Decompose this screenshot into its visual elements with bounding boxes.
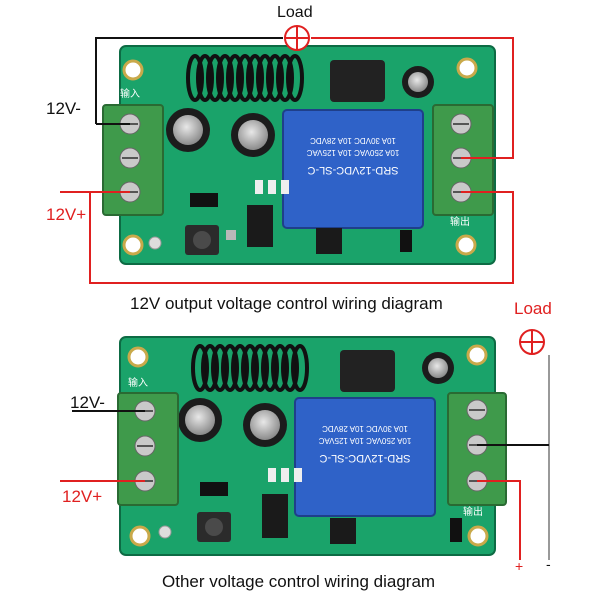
wire-red [477, 480, 521, 560]
relay-rating-text: 10A 250VAC 10A 125VAC [318, 436, 411, 445]
plus-sign: + [515, 558, 524, 574]
relay-2 [294, 397, 436, 517]
jumper [200, 482, 228, 496]
load-label-2: Load [514, 299, 552, 318]
load-symbol-2 [519, 329, 545, 355]
relay-rating-text: 10A 30VDC 10A 28VDC [310, 136, 396, 145]
mount-hole [455, 234, 477, 256]
antenna-coil [186, 54, 304, 102]
pos-label-2: 12V+ [62, 487, 103, 506]
output-label: 输出 [463, 505, 483, 518]
crystal-oscillator [330, 60, 385, 102]
caption-1: 12V output voltage control wiring diagra… [130, 294, 443, 313]
relay-rating-text: 10A 30VDC 10A 28VDC [322, 424, 408, 433]
led [158, 525, 172, 539]
output-label: 输出 [450, 215, 470, 228]
minus-sign: - [546, 556, 551, 572]
jumper [190, 193, 218, 207]
wiring-2 [60, 355, 550, 560]
board-1: SRD-12VDC-SL-C 10A 250VAC 10A 125VAC 10A… [102, 45, 496, 265]
ic-chip [330, 518, 356, 544]
load-label-1: Load [277, 4, 313, 21]
mount-hole [122, 234, 144, 256]
wiring-1 [60, 37, 514, 284]
relay-rating-text: 10A 250VAC 10A 125VAC [306, 148, 399, 157]
input-label: 输入 [120, 87, 140, 100]
antenna-coil [191, 344, 309, 392]
wire-red [60, 191, 514, 284]
ic-chip [316, 228, 342, 254]
led [148, 236, 162, 250]
load-symbol-1 [284, 25, 310, 51]
pos-label-1: 12V+ [46, 205, 87, 224]
ic-chip [262, 494, 288, 538]
caption-2: Other voltage control wiring diagram [162, 572, 436, 591]
mount-hole [129, 525, 151, 547]
board-2: SRD-12VDC-SL-C 10A 250VAC 10A 125VAC 10A… [117, 336, 507, 556]
neg-label-2: 12V- [70, 393, 105, 412]
ic-chip [247, 205, 273, 247]
wire-red [311, 37, 514, 159]
relay-model-text: SRD-12VDC-SL-C [319, 452, 410, 464]
mount-hole [466, 344, 488, 366]
mount-hole [127, 346, 149, 368]
relay-1 [282, 109, 424, 229]
mount-hole [456, 57, 478, 79]
crystal-oscillator [340, 350, 395, 392]
neg-label-1: 12V- [46, 99, 81, 118]
input-label: 输入 [128, 376, 148, 389]
wire-black [95, 37, 283, 124]
relay-model-text: SRD-12VDC-SL-C [307, 164, 398, 176]
mount-hole [467, 525, 489, 547]
mount-hole [122, 59, 144, 81]
